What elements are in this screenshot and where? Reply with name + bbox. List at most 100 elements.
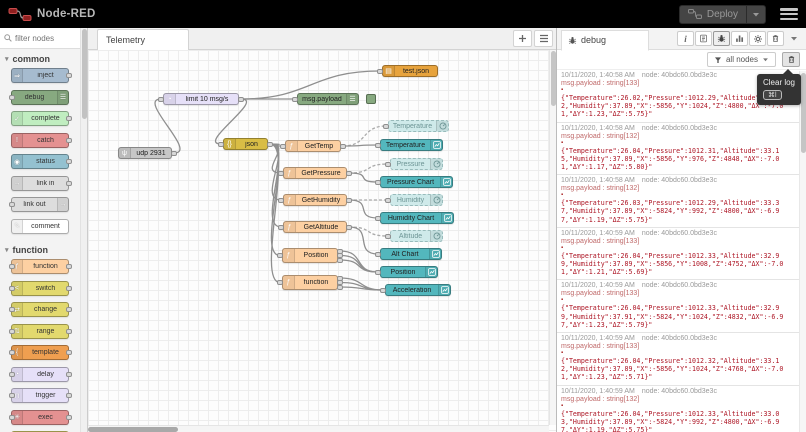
- input-port[interactable]: [385, 197, 391, 203]
- flow-node-acceleration[interactable]: Acceleration: [385, 284, 451, 296]
- input-port[interactable]: [383, 123, 389, 129]
- input-port[interactable]: [375, 179, 381, 185]
- palette-node-change[interactable]: ⇄change: [8, 302, 72, 317]
- output-port[interactable]: [171, 150, 177, 156]
- sidebar-options-caret[interactable]: [785, 31, 802, 46]
- palette-section-function[interactable]: ▾function: [5, 245, 49, 255]
- input-port[interactable]: [8, 328, 15, 334]
- output-port[interactable]: [65, 328, 72, 334]
- input-port[interactable]: [385, 233, 391, 239]
- flow-list-button[interactable]: [534, 30, 553, 47]
- input-port[interactable]: [277, 253, 283, 258]
- collapse-caret-icon[interactable]: ▪: [561, 87, 564, 93]
- output-port[interactable]: [346, 170, 352, 176]
- debug-filter-button[interactable]: all nodes: [706, 52, 776, 67]
- palette-node-debug[interactable]: debug☰: [8, 89, 69, 105]
- collapse-caret-icon[interactable]: ▪: [561, 244, 564, 251]
- output-port[interactable]: [65, 414, 72, 420]
- output-port[interactable]: [337, 284, 343, 290]
- input-port[interactable]: [375, 142, 381, 148]
- input-port[interactable]: [292, 96, 298, 102]
- palette-node-status[interactable]: ◉status: [11, 154, 72, 169]
- output-port[interactable]: [346, 224, 352, 230]
- flow-node-temp_chart[interactable]: Temperature: [380, 139, 443, 151]
- input-port[interactable]: [280, 143, 286, 149]
- debug-tab-button[interactable]: [713, 31, 730, 46]
- info-tab-button[interactable]: i: [677, 31, 694, 46]
- debug-scrollbar[interactable]: [799, 71, 806, 432]
- flow-node-alt_chart[interactable]: Alt Chart: [380, 248, 442, 260]
- input-port[interactable]: [218, 141, 224, 147]
- palette-node-inject[interactable]: ⇒inject: [11, 68, 72, 83]
- clear-log-button[interactable]: [782, 52, 800, 67]
- wire-gettemp-to-temp_chart[interactable]: [342, 144, 379, 147]
- flow-node-humidity_gauge[interactable]: Humidity: [390, 194, 443, 206]
- palette-node-template[interactable]: {template: [8, 345, 72, 360]
- wire-position_fn-to-position_chart[interactable]: [339, 250, 379, 273]
- palette-node-range[interactable]: ⇅range: [8, 323, 72, 339]
- deploy-button[interactable]: Deploy: [678, 4, 766, 24]
- output-port[interactable]: [65, 393, 72, 398]
- delete-tab-button[interactable]: [767, 31, 784, 46]
- flow-node-pressure_chart[interactable]: Pressure Chart: [380, 176, 453, 188]
- wire-getaltitude-to-altitude_gauge[interactable]: [348, 226, 389, 237]
- palette-node-delay[interactable]: ◔delay: [8, 366, 72, 382]
- wire-function_fn-to-acceleration[interactable]: [339, 286, 384, 291]
- flow-node-position_chart[interactable]: Position: [380, 266, 438, 278]
- tab-telemetry[interactable]: Telemetry: [97, 29, 189, 50]
- palette-node-link-in[interactable]: →link in: [11, 175, 72, 191]
- output-port[interactable]: [65, 180, 72, 186]
- output-port[interactable]: [65, 350, 72, 355]
- input-port[interactable]: [8, 414, 15, 420]
- input-port[interactable]: [8, 94, 15, 100]
- flow-node-limit[interactable]: ◔limit 10 msg/s: [163, 93, 239, 105]
- config-nodes-tab-button[interactable]: [749, 31, 766, 46]
- palette-node-complete[interactable]: ✓complete: [11, 111, 72, 126]
- input-port[interactable]: [8, 202, 15, 207]
- tab-debug[interactable]: debug: [561, 29, 649, 51]
- wire-position_fn-to-position_chart[interactable]: [339, 259, 379, 273]
- output-port[interactable]: [65, 137, 72, 143]
- wire-gethumidity-to-humidity_chart[interactable]: [348, 199, 379, 219]
- canvas-horizontal-scrollbar[interactable]: [88, 425, 549, 432]
- wire-udp-to-limit[interactable]: [154, 98, 181, 154]
- deploy-options-caret[interactable]: [746, 5, 765, 23]
- flow-node-humidity_chart[interactable]: Humidity Chart: [380, 212, 454, 224]
- palette-node-catch[interactable]: !catch: [11, 132, 72, 148]
- input-port[interactable]: [8, 264, 15, 269]
- collapse-caret-icon[interactable]: ▪: [561, 192, 564, 199]
- output-port[interactable]: [65, 285, 72, 291]
- dashboard-tab-button[interactable]: [731, 31, 748, 46]
- flow-node-json[interactable]: {}json: [223, 138, 268, 150]
- debug-enable-toggle[interactable]: [366, 94, 376, 104]
- input-port[interactable]: [375, 251, 381, 257]
- wire-getpressure-to-pressure_chart[interactable]: [348, 172, 379, 183]
- wire-position_fn-to-position_chart[interactable]: [339, 254, 379, 273]
- output-port[interactable]: [65, 159, 72, 164]
- collapse-caret-icon[interactable]: ▪: [561, 297, 564, 304]
- input-port[interactable]: [377, 68, 383, 74]
- output-port[interactable]: [346, 197, 352, 203]
- flow-node-temp_gauge[interactable]: Temperature: [388, 120, 449, 132]
- flow-node-testjson[interactable]: ▤test.json: [382, 65, 438, 77]
- wire-getaltitude-to-alt_chart[interactable]: [348, 226, 379, 255]
- input-port[interactable]: [8, 350, 15, 355]
- input-port[interactable]: [380, 287, 386, 293]
- input-port[interactable]: [278, 197, 284, 203]
- flow-node-altitude_gauge[interactable]: Altitude: [390, 230, 443, 242]
- input-port[interactable]: [385, 161, 391, 167]
- palette-node-switch[interactable]: <switch: [8, 280, 72, 296]
- wire-limit-to-testjson[interactable]: [240, 70, 381, 100]
- collapse-caret-icon[interactable]: ▪: [561, 350, 564, 357]
